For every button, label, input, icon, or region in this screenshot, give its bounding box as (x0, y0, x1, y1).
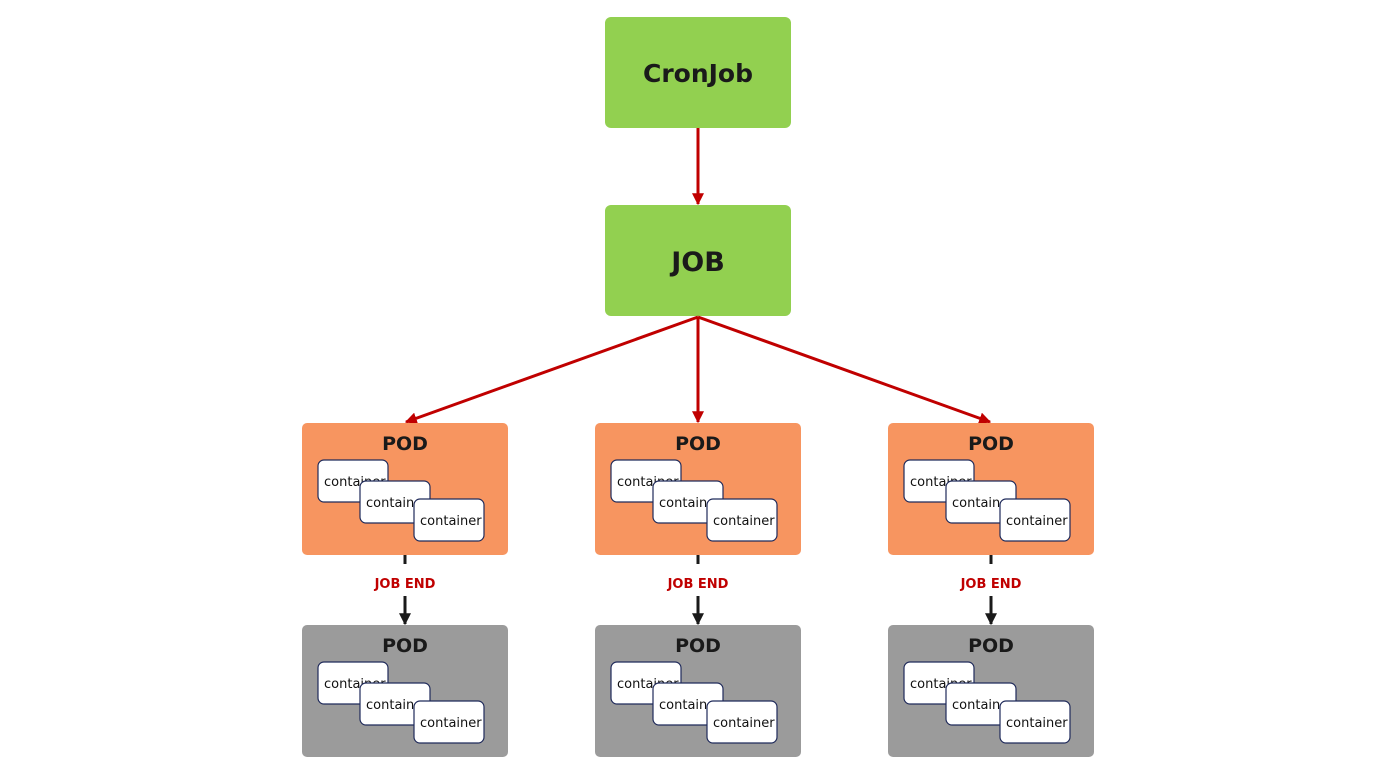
completed-2-container-label-2: container (659, 698, 721, 713)
running-1-container-label-3: container (420, 514, 482, 529)
job-end-label-2: JOB END (667, 577, 729, 592)
completed-2-container-box-3 (706, 700, 778, 744)
completed-2-container-2: container (652, 682, 724, 726)
completed-1-container-box-3 (413, 700, 485, 744)
running-2-container-label-2: container (659, 496, 721, 511)
running-3-container-box-3 (999, 498, 1071, 542)
completed-1-container-3: container (413, 700, 485, 744)
running-3-container-label-2: container (952, 496, 1014, 511)
running-2-container-box-3 (706, 498, 778, 542)
running-1-container-label-2: container (366, 496, 428, 511)
running-3-pod-title: POD (968, 433, 1014, 455)
completed-3-container-label-2: container (952, 698, 1014, 713)
completed-2-container-label-3: container (713, 716, 775, 731)
running-2-container-2: container (652, 480, 724, 524)
cronjob-label: CronJob (643, 59, 753, 88)
completed-1-pod-title: POD (382, 635, 428, 657)
cronjob-node: CronJob (605, 17, 791, 128)
completed-3-container-label-3: container (1006, 716, 1068, 731)
running-2-container-label-3: container (713, 514, 775, 529)
job-label: JOB (669, 247, 725, 278)
cronjob-box (605, 17, 791, 128)
running-3-container-3: container (999, 498, 1071, 542)
job-node: JOB (605, 205, 791, 316)
job-to-pod-1-arrow (404, 315, 699, 424)
completed-3-container-2: container (945, 682, 1017, 726)
running-1-container-3: container (413, 498, 485, 542)
job-to-pod-3-arrow (697, 315, 992, 424)
completed-3-container-box-3 (999, 700, 1071, 744)
job-box (605, 205, 791, 316)
running-1-pod-title: POD (382, 433, 428, 455)
running-2-pod-title: POD (675, 433, 721, 455)
completed-1-container-label-2: container (366, 698, 428, 713)
completed-2-container-3: container (706, 700, 778, 744)
job-end-label-1: JOB END (374, 577, 436, 592)
completed-1-container-2: container (359, 682, 431, 726)
running-2-container-3: container (706, 498, 778, 542)
completed-2-pod-title: POD (675, 635, 721, 657)
completed-1-container-label-3: container (420, 716, 482, 731)
running-3-container-2: container (945, 480, 1017, 524)
running-1-container-box-3 (413, 498, 485, 542)
completed-3-container-3: container (999, 700, 1071, 744)
running-3-container-label-3: container (1006, 514, 1068, 529)
job-end-label-3: JOB END (960, 577, 1022, 592)
completed-3-pod-title: POD (968, 635, 1014, 657)
